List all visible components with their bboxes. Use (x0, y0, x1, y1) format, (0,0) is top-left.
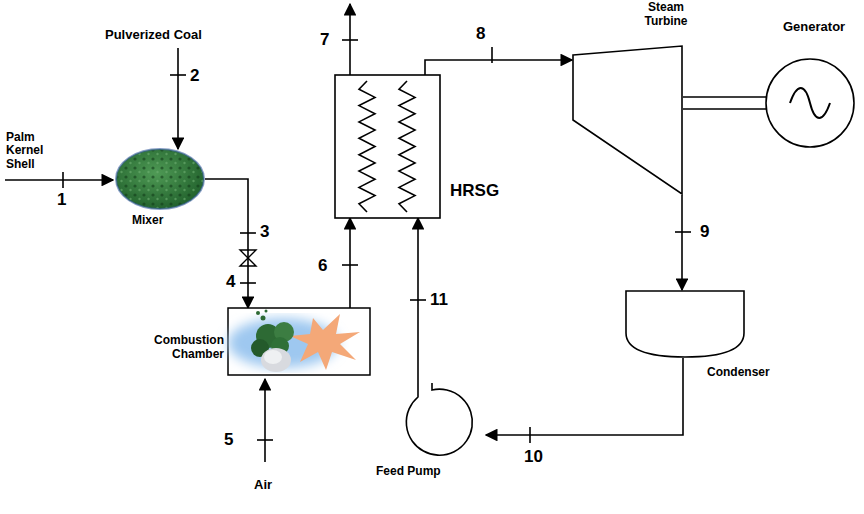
callout-number: 3 (260, 222, 280, 242)
combustion-chamber: Combustion Chamber (228, 308, 370, 375)
mixer-circle-outline (115, 148, 205, 210)
node-label: Feed Pump (376, 465, 456, 479)
node-label: HRSG (450, 181, 510, 201)
flow-connector (205, 179, 248, 308)
flow-connector (486, 358, 683, 435)
node-label: Steam Turbine (634, 1, 698, 29)
mixer-circle: Mixer (115, 148, 205, 210)
combustion-chamber-outline (228, 308, 370, 375)
callout-number: 8 (476, 24, 496, 44)
shaft-connector (683, 97, 766, 109)
callout-number: 4 (226, 272, 246, 292)
node-label: Mixer (132, 214, 202, 228)
flow-connector (349, 218, 351, 308)
hrsg-box-outline (335, 75, 440, 218)
callout-number: 7 (320, 30, 340, 50)
callout-number: 11 (430, 290, 460, 310)
flow-connector (417, 218, 419, 383)
tick-marks (63, 40, 691, 443)
generator-circle: Generator (765, 58, 855, 148)
flow-connector (681, 195, 683, 290)
callout-number: 9 (700, 222, 720, 242)
stream-1-line (5, 179, 113, 181)
callout-number: 5 (224, 430, 244, 450)
steam-turbine: Steam Turbine (572, 45, 683, 195)
callout-number: 2 (190, 66, 210, 86)
stream-2-line (177, 48, 179, 149)
node-label: Combustion Chamber (148, 334, 224, 362)
callout-number: 6 (318, 256, 338, 276)
callout-number: 1 (57, 190, 77, 210)
steam-turbine-outline (572, 45, 683, 195)
stream-label: Pulverized Coal (105, 28, 235, 43)
generator-circle-outline (765, 58, 855, 148)
air-line (264, 379, 266, 462)
flow-connector (425, 60, 572, 75)
stream-label: Air (254, 478, 294, 493)
hrsg-box: HRSG (335, 75, 440, 218)
feed-pump-outline (416, 383, 486, 455)
node-label: Generator (783, 20, 863, 35)
condenser-vessel-outline (625, 290, 745, 358)
feed-pump: Feed Pump (416, 383, 486, 455)
stream-label: Palm Kernel Shell (6, 131, 58, 172)
condenser-vessel: Condenser (625, 290, 745, 358)
callout-number: 10 (524, 447, 554, 467)
node-label: Condenser (707, 366, 787, 380)
